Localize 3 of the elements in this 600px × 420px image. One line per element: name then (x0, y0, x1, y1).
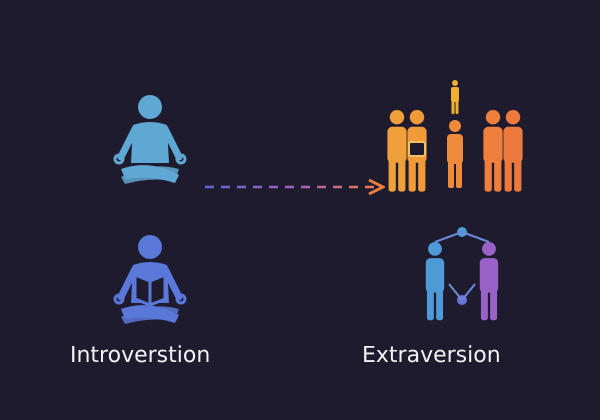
caption-label: Extraversion (362, 343, 501, 368)
caption-label: Introverstion (70, 343, 210, 368)
dashed-arrow (205, 178, 384, 196)
